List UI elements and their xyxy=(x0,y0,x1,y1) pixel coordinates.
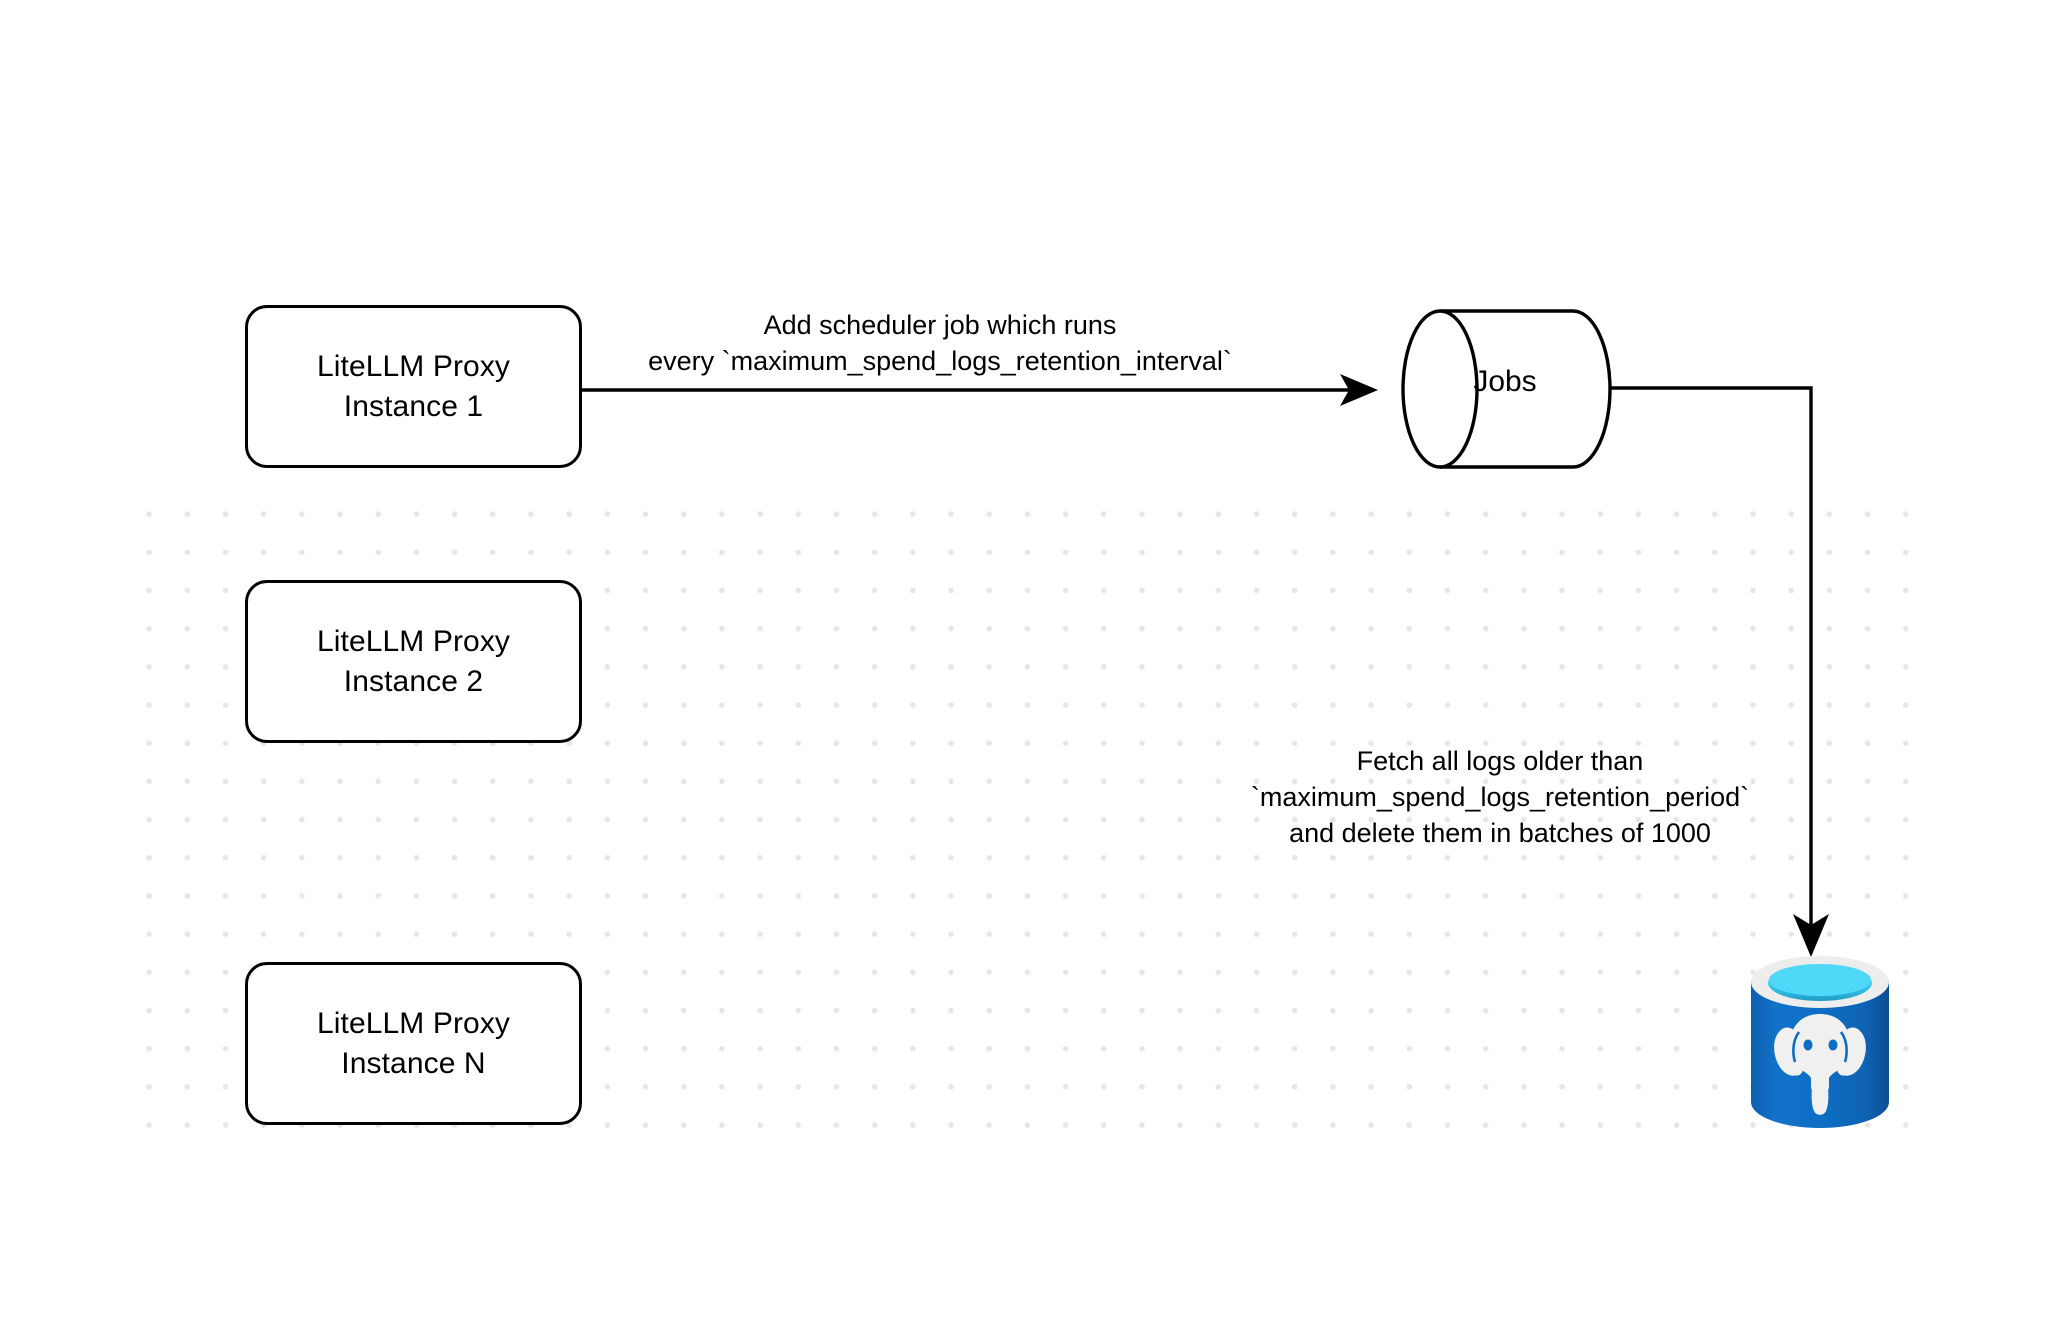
postgres-elephant-logo xyxy=(1774,1014,1866,1115)
node-litellm-proxy-instance-2[interactable]: LiteLLM Proxy Instance 2 xyxy=(245,580,582,743)
jobs-cylinder-shape xyxy=(1401,309,1612,469)
edge-label-line1: Fetch all logs older than xyxy=(1190,744,1810,780)
edge-label-fetch: Fetch all logs older than `maximum_spend… xyxy=(1190,744,1810,852)
edge-label-line2: `maximum_spend_logs_retention_period` xyxy=(1250,781,1750,812)
node-label-line2: Instance 2 xyxy=(343,664,484,698)
edge-label-highlight: Fetch all logs older than xyxy=(1356,746,1644,776)
edge-label-scheduler: Add scheduler job which runs every `maxi… xyxy=(560,308,1320,380)
node-label-line1: LiteLLM Proxy xyxy=(316,349,511,383)
postgres-elephant-contours xyxy=(1792,1031,1848,1063)
node-label-line1: LiteLLM Proxy xyxy=(316,624,511,658)
postgres-elephant-eyes xyxy=(1803,1039,1838,1051)
node-label-line2: Instance 1 xyxy=(343,389,484,423)
edge-line-fetch xyxy=(1610,386,1813,930)
arrowhead-into-postgres xyxy=(1793,914,1829,957)
edge-label-line1-rest: job which runs xyxy=(936,310,1117,340)
node-label-line1: LiteLLM Proxy xyxy=(316,1006,511,1040)
edge-label-line1: Add scheduler job which runs xyxy=(560,308,1320,344)
edge-jobs-to-postgres xyxy=(1610,386,1829,957)
node-litellm-proxy-instance-n[interactable]: LiteLLM Proxy Instance N xyxy=(245,962,582,1125)
edge-label-highlight: Add scheduler xyxy=(763,310,937,340)
edge-proxy1-to-jobs xyxy=(582,374,1378,406)
jobs-cylinder-cap xyxy=(1401,309,1479,469)
edge-label-line2: every `maximum_spend_logs_retention_inte… xyxy=(648,345,1232,376)
node-label-line2: Instance N xyxy=(341,1046,486,1080)
edge-label-line3: and delete them in batches of 1000 xyxy=(1289,817,1711,848)
postgres-liquid-surface xyxy=(1769,964,1871,996)
arrowhead-into-jobs xyxy=(1340,374,1378,406)
node-jobs-label: Jobs xyxy=(1473,365,1537,398)
node-litellm-proxy-instance-1[interactable]: LiteLLM Proxy Instance 1 xyxy=(245,305,582,468)
postgresql-database-icon[interactable] xyxy=(1747,952,1893,1132)
